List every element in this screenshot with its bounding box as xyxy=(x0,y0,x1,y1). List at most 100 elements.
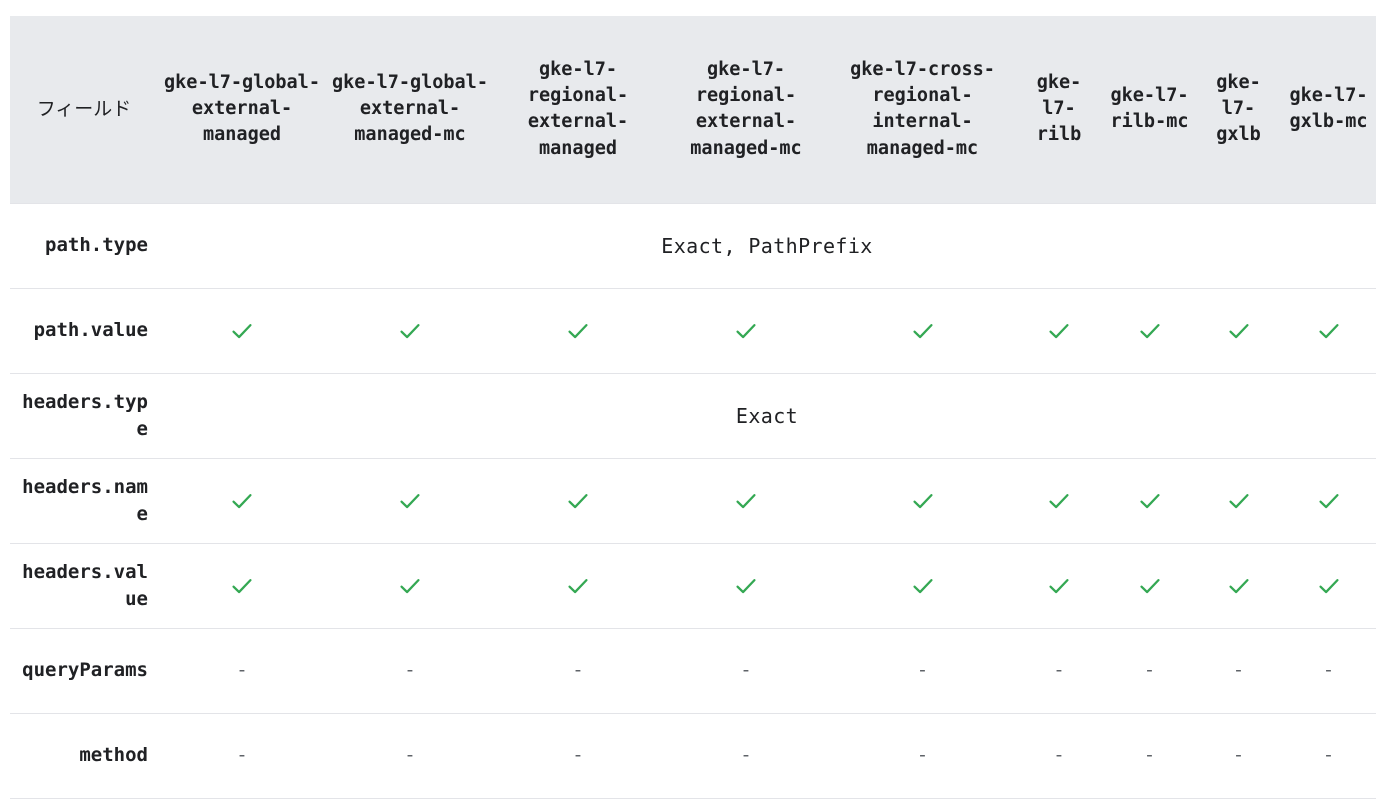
check-icon xyxy=(1046,488,1072,514)
check-icon xyxy=(910,318,936,344)
dash-glyph: - xyxy=(740,744,752,767)
table-row: headers.value xyxy=(10,543,1376,628)
cell-supported xyxy=(1103,458,1196,543)
dash-glyph: - xyxy=(1232,744,1245,767)
column-header-gke-l7-regional-external-managed: gke-l7-regional-external-managed xyxy=(494,16,662,203)
check-icon xyxy=(1137,488,1163,514)
dash-glyph: - xyxy=(916,659,929,682)
row-label-headers.name: headers.name xyxy=(22,475,148,525)
check-icon xyxy=(733,318,759,344)
cell-not-applicable: - xyxy=(494,713,662,798)
check-icon xyxy=(1226,573,1252,599)
cell-not-applicable: - xyxy=(1015,713,1103,798)
cell-not-applicable: - xyxy=(1281,628,1376,713)
cell-not-applicable: - xyxy=(662,713,830,798)
cell-supported xyxy=(662,458,830,543)
cell-supported xyxy=(830,543,1015,628)
cell-not-applicable: - xyxy=(1196,628,1281,713)
cell-not-applicable: - xyxy=(830,713,1015,798)
check-icon xyxy=(397,573,423,599)
column-header-gke-l7-regional-external-managed-mc: gke-l7-regional-external-managed-mc xyxy=(662,16,830,203)
check-icon xyxy=(1316,318,1342,344)
check-icon xyxy=(229,488,255,514)
table-row: headers.type Exact xyxy=(10,373,1376,458)
table-row: headers.name xyxy=(10,458,1376,543)
cell-not-applicable: - xyxy=(158,713,326,798)
check-icon xyxy=(1137,318,1163,344)
check-icon xyxy=(1137,573,1163,599)
cell-supported xyxy=(830,288,1015,373)
cell-supported xyxy=(1281,543,1376,628)
cell-supported xyxy=(326,288,494,373)
check-icon xyxy=(910,573,936,599)
cell-supported xyxy=(158,458,326,543)
table-row: method--------- xyxy=(10,713,1376,798)
dash-glyph: - xyxy=(1053,744,1065,767)
dash-glyph: - xyxy=(1143,744,1156,767)
column-header-gke-l7-gxlb-mc: gke-l7-gxlb-mc xyxy=(1281,16,1376,203)
dash-glyph: - xyxy=(404,659,416,682)
cell-supported xyxy=(494,288,662,373)
cell-supported xyxy=(1015,288,1103,373)
dash-glyph: - xyxy=(1322,744,1335,767)
check-icon xyxy=(565,488,591,514)
cell-not-applicable: - xyxy=(1281,713,1376,798)
cell-supported xyxy=(1196,288,1281,373)
check-icon xyxy=(565,318,591,344)
check-icon xyxy=(565,573,591,599)
cell-supported xyxy=(1281,458,1376,543)
table-row: path.value xyxy=(10,288,1376,373)
cell-supported xyxy=(1281,288,1376,373)
table-row: queryParams - - - - - - - - - xyxy=(10,628,1376,713)
cell-supported xyxy=(494,458,662,543)
dash-glyph: - xyxy=(1143,659,1156,682)
cell-not-applicable: - xyxy=(830,628,1015,713)
dash-glyph: - xyxy=(572,659,584,682)
row-label-headers.type: headers.type xyxy=(22,390,148,440)
cell-not-applicable: - xyxy=(158,628,326,713)
check-icon xyxy=(229,573,255,599)
cell-supported xyxy=(1103,288,1196,373)
cell-not-applicable: - xyxy=(1103,628,1196,713)
cell-supported xyxy=(830,458,1015,543)
check-icon xyxy=(397,488,423,514)
column-header-gke-l7-rilb-mc: gke-l7-rilb-mc xyxy=(1103,16,1196,203)
dash-glyph: - xyxy=(572,744,584,767)
cell-supported xyxy=(1196,458,1281,543)
row-label-queryParams: queryParams xyxy=(22,659,148,682)
merged-value-cell: Exact xyxy=(735,403,799,428)
dash-glyph: - xyxy=(1322,659,1335,682)
column-header-gke-l7-global-external-managed: gke-l7-global-external-managed xyxy=(158,16,326,203)
cell-supported xyxy=(1196,543,1281,628)
dash-glyph: - xyxy=(236,659,248,682)
row-label-headers.value: headers.value xyxy=(22,560,148,610)
check-icon xyxy=(910,488,936,514)
cell-supported xyxy=(494,543,662,628)
column-header-gke-l7-cross-regional-internal-managed-mc: gke-l7-cross-regional-internal-managed-m… xyxy=(830,16,1015,203)
check-icon xyxy=(229,318,255,344)
dash-glyph: - xyxy=(236,744,248,767)
check-icon xyxy=(397,318,423,344)
cell-supported xyxy=(1015,458,1103,543)
check-icon xyxy=(1046,573,1072,599)
check-icon xyxy=(733,573,759,599)
cell-supported xyxy=(326,458,494,543)
cell-not-applicable: - xyxy=(1196,713,1281,798)
dash-glyph: - xyxy=(1232,659,1245,682)
row-label-path.type: path.type xyxy=(45,234,148,257)
cell-not-applicable: - xyxy=(326,713,494,798)
cell-supported xyxy=(326,543,494,628)
dash-glyph: - xyxy=(404,744,416,767)
cell-supported xyxy=(158,288,326,373)
check-icon xyxy=(1316,573,1342,599)
cell-supported xyxy=(158,543,326,628)
cell-not-applicable: - xyxy=(1015,628,1103,713)
check-icon xyxy=(1226,488,1252,514)
dash-glyph: - xyxy=(740,659,752,682)
cell-supported xyxy=(1015,543,1103,628)
cell-supported xyxy=(662,543,830,628)
